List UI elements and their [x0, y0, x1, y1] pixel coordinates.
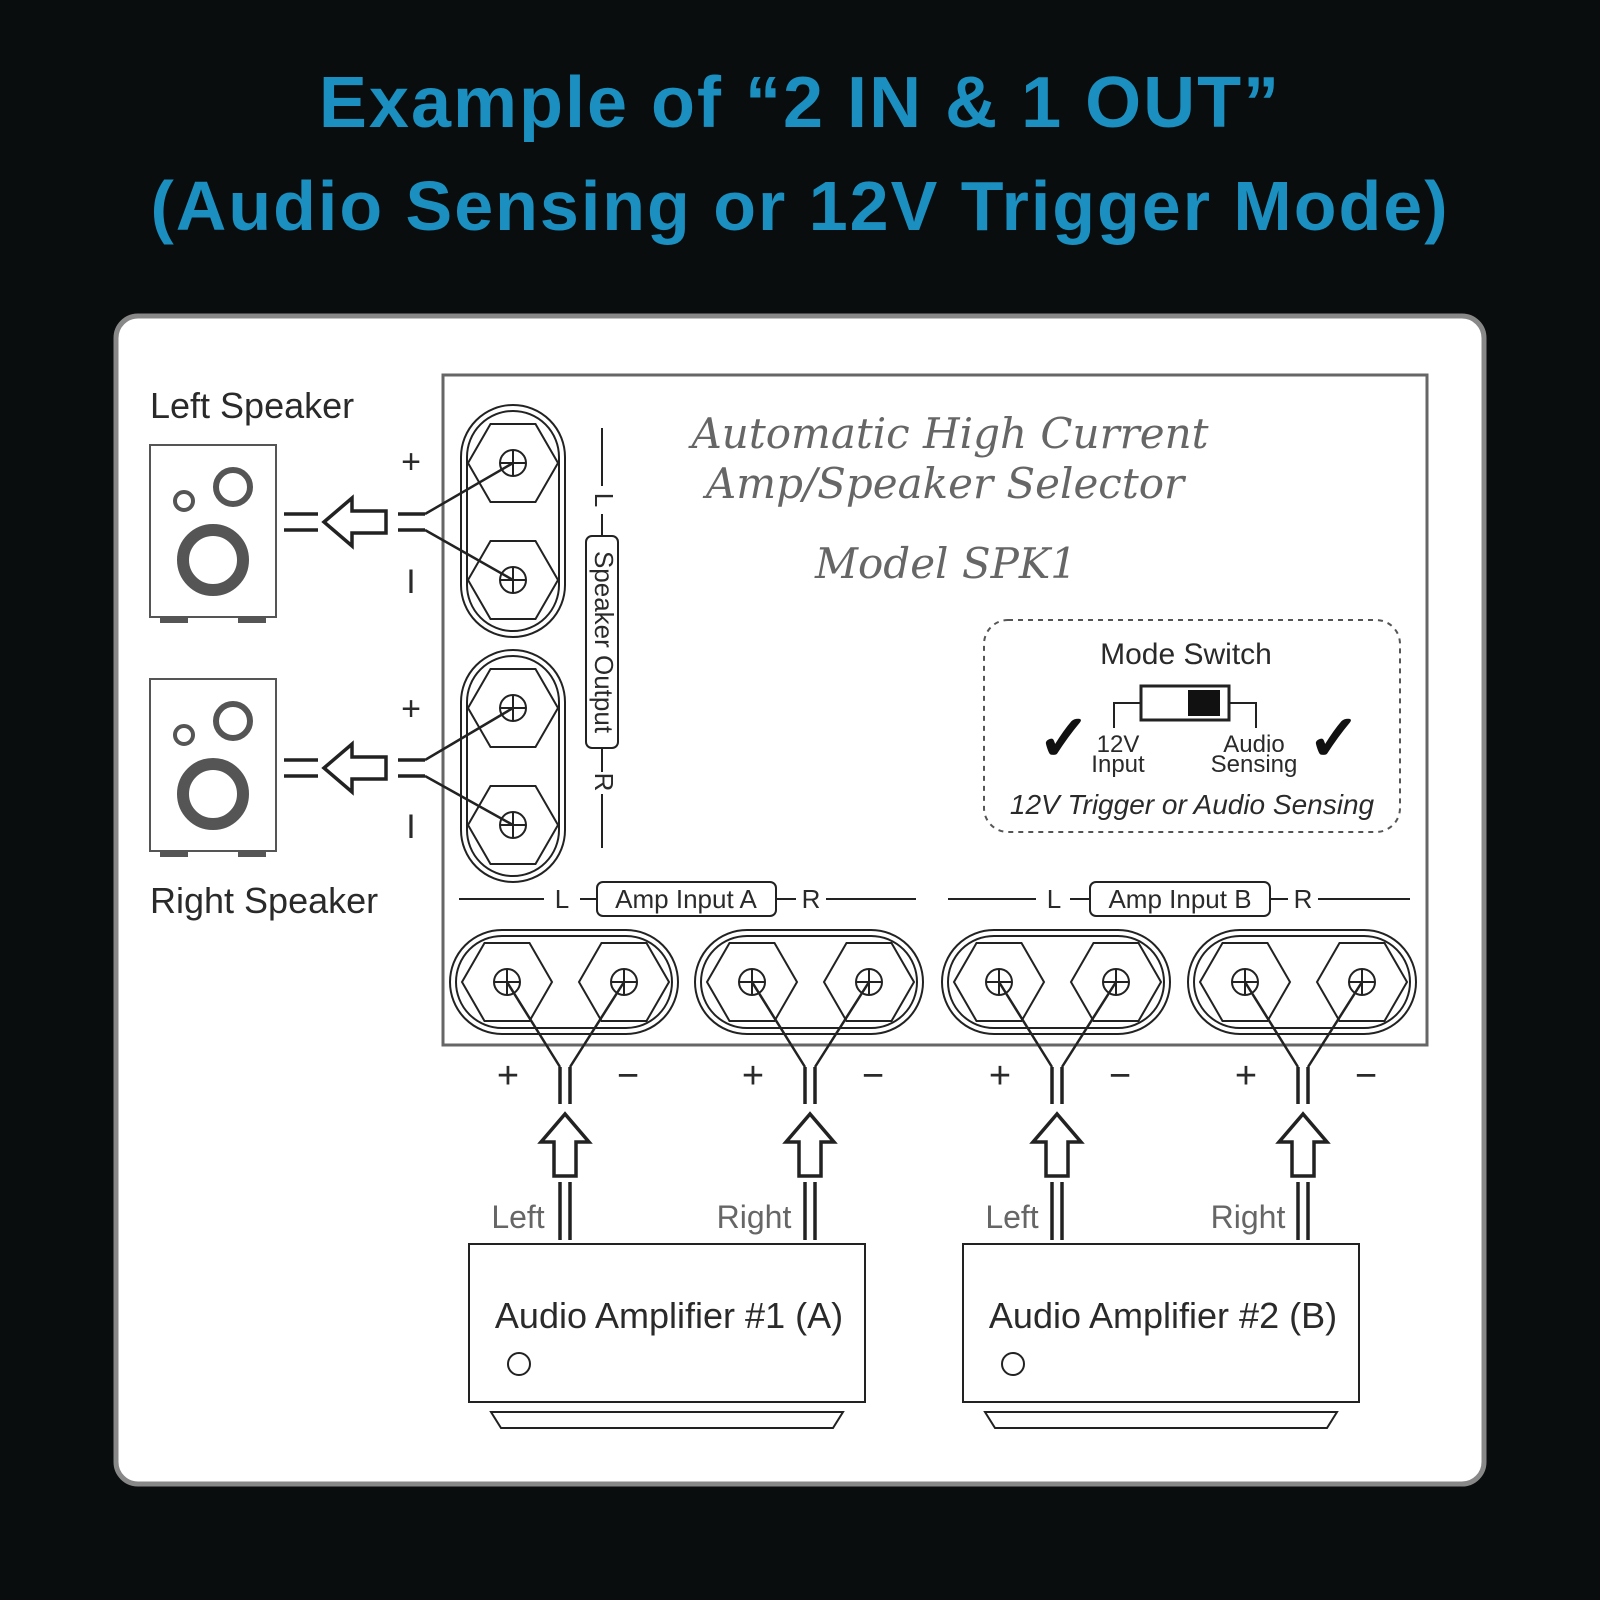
mode-audio-line-1: Audio — [1223, 731, 1284, 758]
amplifier-b — [962, 1243, 1360, 1429]
speaker-output-label: Speaker Output — [589, 551, 619, 734]
amp-input-b-l: L — [1047, 884, 1061, 914]
amp-input-b-r: R — [1294, 884, 1313, 914]
input-a-right-minus: − — [862, 1055, 884, 1097]
speaker-output-l: L — [589, 493, 619, 507]
input-b-left-minus: − — [1109, 1055, 1131, 1097]
left-speaker-plus: + — [401, 443, 421, 481]
check-icon-12v: ✓ — [1037, 702, 1091, 774]
title-line-1: Example of “2 IN & 1 OUT” — [318, 63, 1282, 143]
left-speaker-label: Left Speaker — [150, 385, 354, 426]
check-icon-audio: ✓ — [1307, 702, 1361, 774]
right-speaker-label: Right Speaker — [150, 880, 378, 921]
device-name-line-1: Automatic High Current — [687, 409, 1208, 458]
input-a-left-minus: − — [617, 1055, 639, 1097]
mode-switch-title: Mode Switch — [1100, 638, 1272, 671]
right-speaker — [150, 679, 276, 857]
mode-switch-box — [983, 619, 1401, 833]
left-speaker — [150, 445, 276, 623]
amplifier-b-name: Audio Amplifier #2 (B) — [989, 1295, 1337, 1336]
input-a-right-plus: + — [742, 1055, 764, 1097]
input-a-left-plus: + — [497, 1055, 519, 1097]
mode-audio-line-2: Sensing — [1211, 751, 1298, 778]
amplifier-a — [468, 1243, 866, 1429]
device-name-line-2: Amp/Speaker Selector — [702, 459, 1187, 508]
input-b-right-plus: + — [1235, 1055, 1257, 1097]
amp-b-left-channel: Left — [985, 1199, 1038, 1235]
amp-input-a-l: L — [555, 884, 569, 914]
input-b-right-minus: − — [1355, 1055, 1377, 1097]
amp-a-right-channel: Right — [717, 1199, 792, 1235]
mode-switch-caption: 12V Trigger or Audio Sensing — [1010, 789, 1375, 820]
mode-12v-line-2: Input — [1091, 751, 1145, 778]
amp-a-left-channel: Left — [491, 1199, 544, 1235]
mode-switch-knob — [1188, 690, 1220, 716]
amplifier-a-name: Audio Amplifier #1 (A) — [495, 1295, 843, 1336]
input-b-left-plus: + — [989, 1055, 1011, 1097]
speaker-output-r: R — [589, 773, 619, 792]
title-line-2: (Audio Sensing or 12V Trigger Mode) — [150, 167, 1450, 245]
right-speaker-minus: I — [406, 808, 415, 846]
amp-b-right-channel: Right — [1211, 1199, 1286, 1235]
device-model: Model SPK1 — [814, 539, 1077, 588]
amp-input-b-label: Amp Input B — [1108, 884, 1251, 914]
mode-12v-line-1: 12V — [1097, 731, 1140, 758]
left-speaker-minus: I — [406, 563, 415, 601]
right-speaker-plus: + — [401, 690, 421, 728]
amp-input-a-label: Amp Input A — [615, 884, 757, 914]
amp-input-a-r: R — [802, 884, 821, 914]
